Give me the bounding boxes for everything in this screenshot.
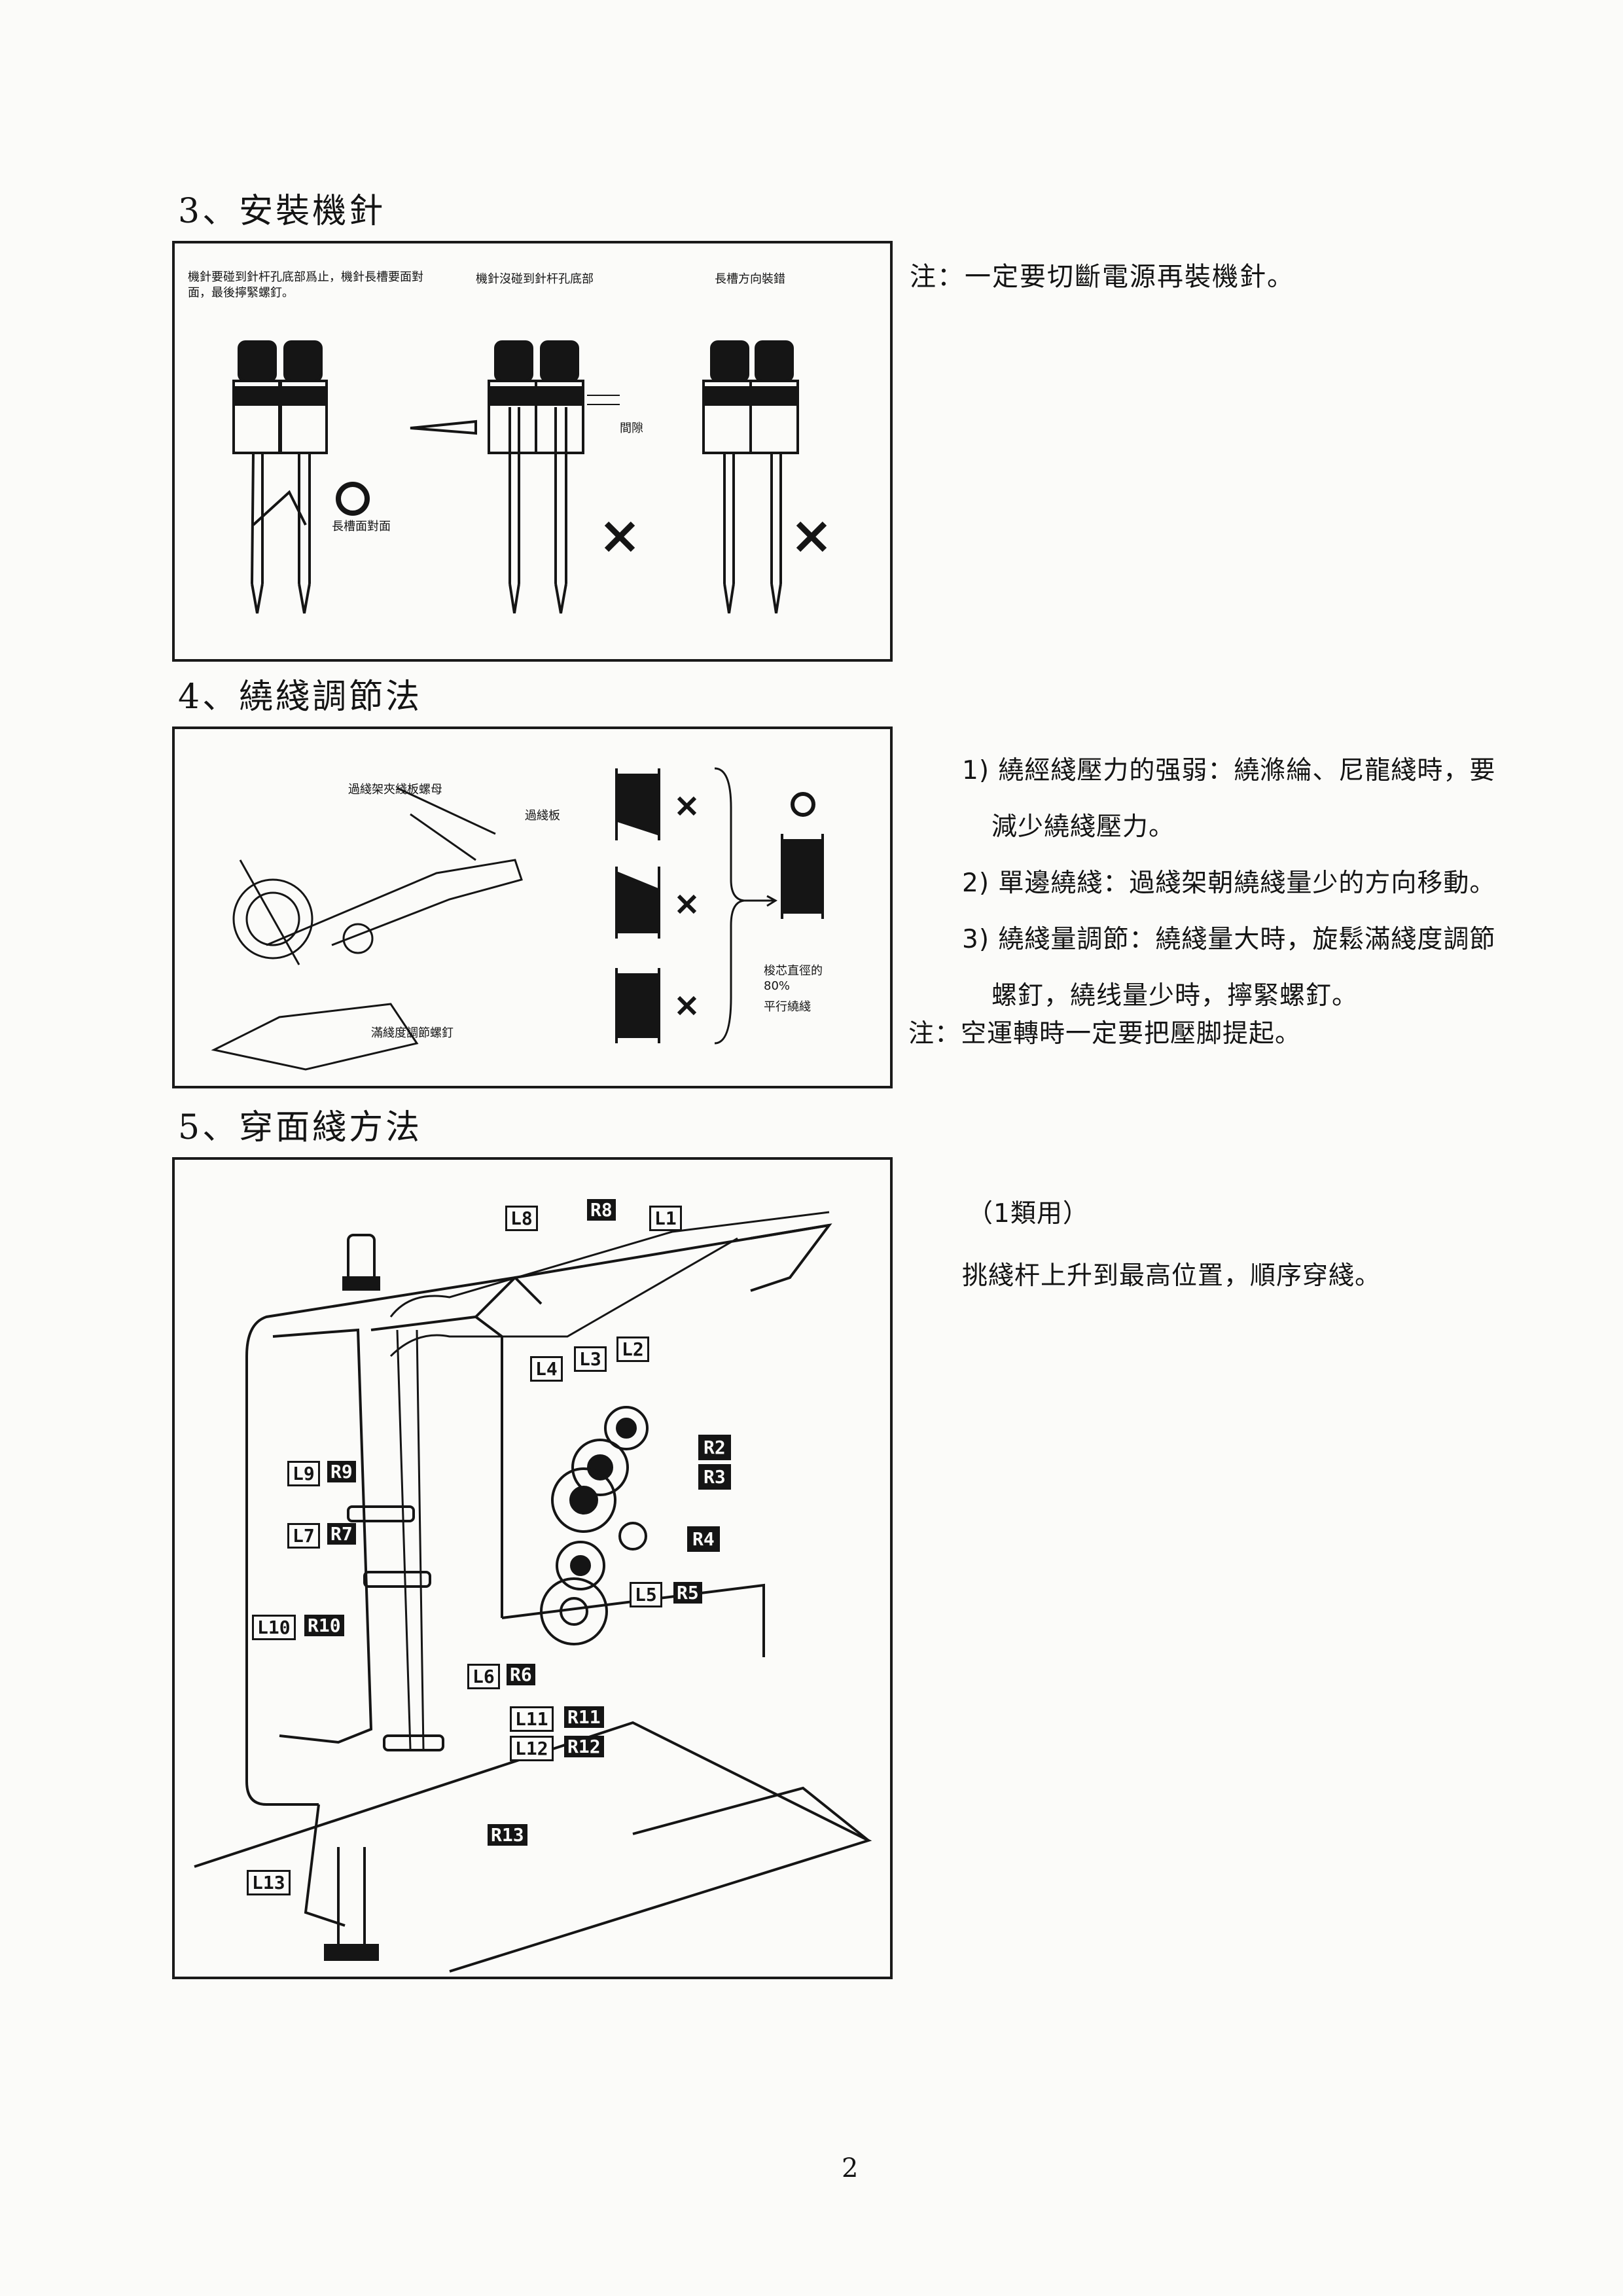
long-groove-label: 長槽面對面 (332, 520, 391, 533)
bobbin-amount-screw-label: 滿綫度調節螺釘 (371, 1026, 454, 1040)
needle-pair-wrong-direction (702, 340, 799, 614)
instruction-3: 3) 繞綫量調節：繞綫量大時，旋鬆滿綫度調節 (962, 925, 1496, 954)
tag-L4: L4 (530, 1356, 563, 1382)
needle-install-note: 注：一定要切斷電源再裝機針。 (910, 262, 1294, 292)
bobbin-winding-note: 注：空運轉時一定要把壓脚提起。 (908, 1019, 1302, 1049)
tag-L1: L1 (649, 1206, 682, 1231)
needle-install-figure: 機針要碰到針杆孔底部爲止，機針長槽要面對面，最後擰緊螺釘。 機針沒碰到針杆孔底部… (172, 241, 893, 662)
bobbin-winding-instructions: 1) 繞經綫壓力的强弱：繞滌綸、尼龍綫時，要 減少繞綫壓力。 2) 單邊繞綫：過… (962, 743, 1495, 1024)
needle-caption-correct: 機針要碰到針杆孔底部爲止，機針長槽要面對面，最後擰緊螺釘。 (188, 270, 423, 300)
bobbin-examples (615, 767, 824, 1045)
instruction-3-cont: 螺釘，繞线量少時，擰緊螺釘。 (991, 981, 1359, 1011)
tag-R6: R6 (507, 1664, 535, 1685)
instruction-2: 2) 單邊繞綫：過綫架朝繞綫量少的方向移動。 (962, 869, 1496, 898)
tag-L10: L10 (252, 1615, 296, 1640)
tag-L12: L12 (510, 1736, 554, 1761)
threading-type-label: （1類用） (967, 1199, 1089, 1229)
threading-description: 挑綫杆上升到最高位置，順序穿綫。 (962, 1261, 1382, 1291)
thread-guide-nut-label: 過綫架夾綫板螺母 (348, 783, 442, 797)
bobbin-percent-label: 80% (764, 979, 791, 993)
page-number: 2 (842, 2153, 859, 2183)
section-4-title: 4、繞綫調節法 (178, 677, 423, 717)
tag-L11: L11 (510, 1706, 554, 1732)
section-5-title: 5、穿面綫方法 (178, 1108, 423, 1147)
tag-R7: R7 (327, 1523, 356, 1545)
needle-pair-correct (232, 340, 328, 614)
thread-guide-plate-label: 過綫板 (525, 809, 560, 823)
tag-L3: L3 (574, 1346, 607, 1372)
tag-L6: L6 (467, 1664, 500, 1689)
parallel-winding-label: 平行繞綫 (764, 1000, 811, 1014)
tag-R8: R8 (587, 1199, 616, 1221)
tag-L5: L5 (630, 1582, 662, 1607)
tag-L7: L7 (287, 1523, 320, 1549)
tag-R13: R13 (488, 1824, 527, 1846)
tag-R3: R3 (698, 1464, 731, 1490)
tag-L9: L9 (287, 1461, 320, 1486)
threading-tags: L8 R8 L1 L2 L3 L4 R2 R3 R4 L5 R5 L9 R9 L… (175, 1160, 890, 1977)
tag-R11: R11 (564, 1706, 604, 1728)
instruction-1: 1) 繞經綫壓力的强弱：繞滌綸、尼龍綫時，要 (962, 756, 1496, 785)
tag-R4: R4 (687, 1526, 720, 1552)
tag-L13: L13 (247, 1870, 291, 1895)
gap-label: 間隙 (620, 422, 643, 435)
bobbin-winding-figure: 過綫架夾綫板螺母 過綫板 滿綫度調節螺釘 梭芯直徑的 80% 平行繞綫 (172, 726, 893, 1088)
tag-L2: L2 (616, 1336, 649, 1362)
needle-caption-wrong-direction: 長槽方向裝錯 (715, 272, 785, 286)
tag-R5: R5 (673, 1582, 702, 1604)
tag-R2: R2 (698, 1435, 731, 1460)
tag-L8: L8 (505, 1206, 538, 1231)
tag-R10: R10 (304, 1615, 344, 1636)
bobbin-diameter-label: 梭芯直徑的 (764, 964, 823, 978)
needle-pair-wrong-depth (488, 340, 620, 614)
tag-R12: R12 (564, 1736, 604, 1757)
bobbin-winder-diagram (211, 767, 824, 1071)
section-3-title: 3、安裝機針 (178, 192, 386, 231)
tag-R9: R9 (327, 1461, 356, 1482)
instruction-1-cont: 減少繞綫壓力。 (991, 812, 1175, 842)
needle-caption-wrong-depth: 機針沒碰到針杆孔底部 (476, 272, 594, 286)
needle-diagrams (232, 340, 827, 614)
upper-threading-figure: L8 R8 L1 L2 L3 L4 R2 R3 R4 L5 R5 L9 R9 L… (172, 1157, 893, 1979)
threading-diagram (194, 1211, 872, 1973)
